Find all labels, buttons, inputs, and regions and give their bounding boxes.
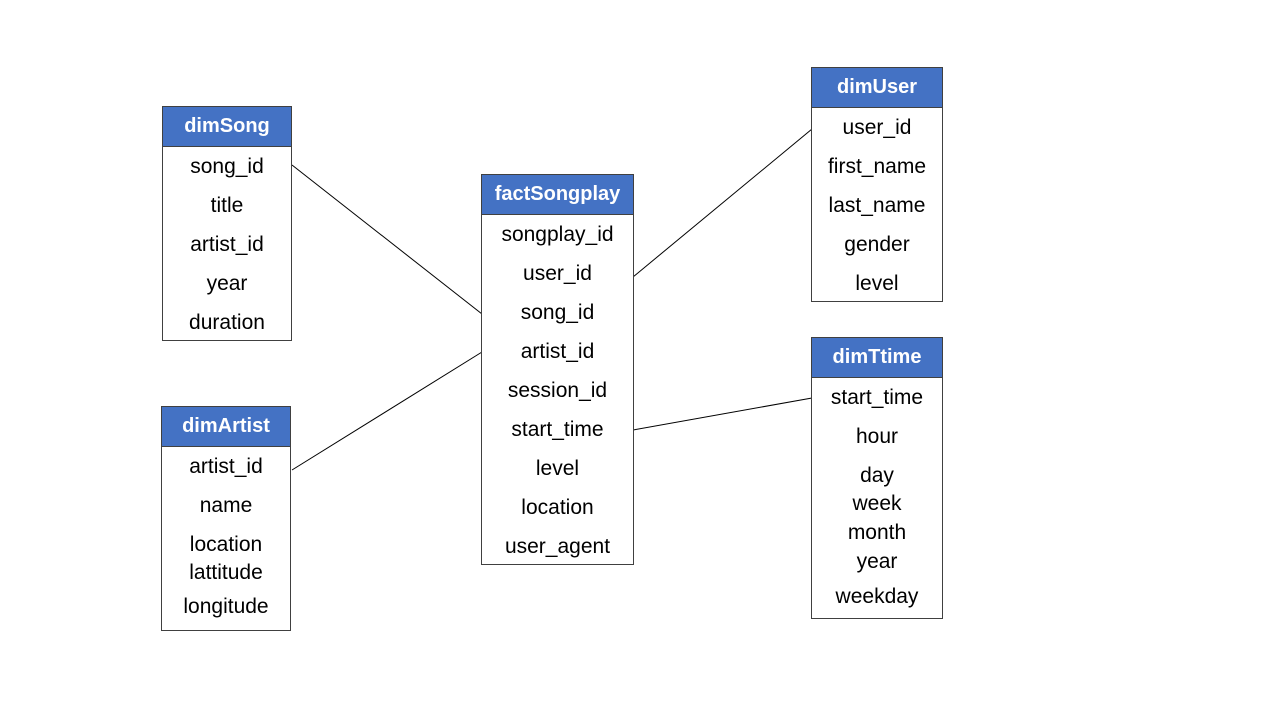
field-start-time: start_time [830, 386, 924, 409]
field-user-agent: user_agent [504, 535, 611, 558]
field-duration: duration [189, 311, 265, 334]
table-fields-dimSong: song_id title artist_id year duration [163, 147, 291, 342]
table-dimUser: dimUser user_id first_name last_name gen… [811, 67, 943, 302]
field-weekday: weekday [835, 585, 919, 608]
field-location: location [521, 496, 594, 519]
field-day: day [860, 464, 894, 487]
field-user-id: user_id [842, 116, 912, 139]
field-year: year [856, 550, 898, 573]
field-start-time: start_time [511, 418, 604, 441]
table-header-factSongplay: factSongplay [482, 175, 633, 215]
table-dimSong: dimSong song_id title artist_id year dur… [162, 106, 292, 341]
table-header-dimTtime: dimTtime [812, 338, 942, 378]
field-title: title [210, 194, 244, 217]
table-fields-dimUser: user_id first_name last_name gender leve… [812, 108, 942, 303]
field-level: level [535, 457, 580, 480]
table-header-dimUser: dimUser [812, 68, 942, 108]
field-hour: hour [855, 425, 899, 448]
field-first-name: first_name [827, 155, 927, 178]
field-last-name: last_name [828, 194, 926, 217]
field-name: name [199, 494, 253, 517]
field-artist-id: artist_id [190, 233, 264, 256]
field-level: level [855, 272, 899, 295]
relationship-line-artist [291, 351, 483, 471]
field-longitude: longitude [183, 595, 269, 618]
field-songplay-id: songplay_id [501, 223, 614, 246]
field-song-id: song_id [190, 155, 264, 178]
table-dimArtist: dimArtist artist_id name location lattit… [161, 406, 291, 631]
field-song-id: song_id [520, 301, 595, 324]
field-gender: gender [844, 233, 910, 256]
field-month: month [847, 521, 907, 544]
field-year: year [206, 272, 248, 295]
field-artist-id: artist_id [520, 340, 595, 363]
field-lattitude: lattitude [189, 561, 263, 584]
field-location: location [189, 533, 263, 556]
relationship-line-song [291, 164, 483, 315]
field-user-id: user_id [523, 262, 592, 285]
table-fields-factSongplay: songplay_id user_id song_id artist_id se… [482, 215, 633, 566]
table-factSongplay: factSongplay songplay_id user_id song_id… [481, 174, 634, 565]
table-header-dimArtist: dimArtist [162, 407, 290, 447]
field-artist-id: artist_id [189, 455, 263, 478]
table-fields-dimTtime: start_time hour day week month year week… [812, 378, 942, 618]
table-header-dimSong: dimSong [163, 107, 291, 147]
table-dimTtime: dimTtime start_time hour day week month … [811, 337, 943, 619]
relationship-line-user [632, 128, 813, 278]
table-fields-dimArtist: artist_id name location lattitude longit… [162, 447, 290, 626]
relationship-line-time [632, 397, 813, 431]
field-week: week [852, 492, 902, 515]
field-session-id: session_id [507, 379, 608, 402]
